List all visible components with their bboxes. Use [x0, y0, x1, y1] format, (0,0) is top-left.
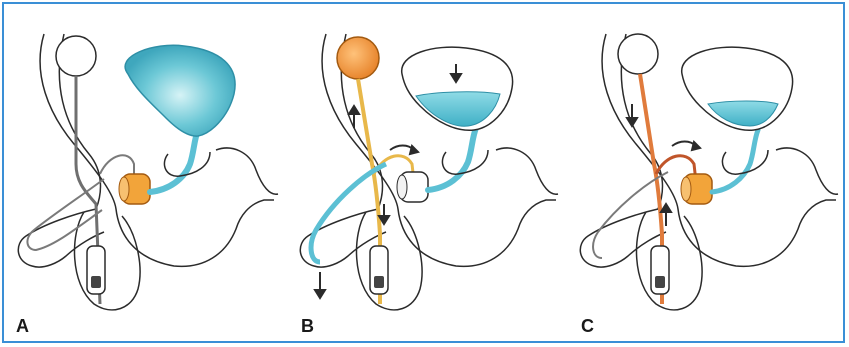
reservoir-a	[56, 36, 96, 76]
reservoir-c	[618, 34, 658, 74]
pelvis-outline-b	[496, 148, 558, 194]
diagram-canvas	[4, 4, 849, 347]
arrow-curve-pump-c	[672, 142, 700, 151]
panel-label-b: B	[301, 316, 314, 337]
urethra-b	[428, 128, 476, 190]
arrow-curve-pump-b	[390, 146, 418, 155]
scrotum-outline-b	[357, 212, 423, 310]
cylinder-a	[27, 179, 104, 250]
panel-label-c: C	[581, 316, 594, 337]
urethra-a	[150, 130, 198, 192]
panel-label-a: A	[16, 316, 29, 337]
pump-bulb-b	[374, 276, 384, 288]
reservoir-b	[337, 37, 379, 79]
arrow-down-shaft-b	[315, 272, 325, 298]
panel-c	[580, 34, 838, 310]
pelvis-outline-c	[776, 148, 838, 194]
panel-a	[18, 34, 278, 310]
pump-bulb-a	[91, 276, 101, 288]
pump-bulb-c	[655, 276, 665, 288]
figure-frame: A B C	[2, 2, 845, 343]
panel-b	[300, 34, 558, 310]
pelvis-outline-a	[216, 148, 278, 194]
bladder-full-a	[125, 45, 235, 136]
urethra-c	[712, 130, 758, 192]
scrotum-outline-a	[75, 212, 141, 310]
arrow-up-reservoir-b	[349, 106, 359, 128]
